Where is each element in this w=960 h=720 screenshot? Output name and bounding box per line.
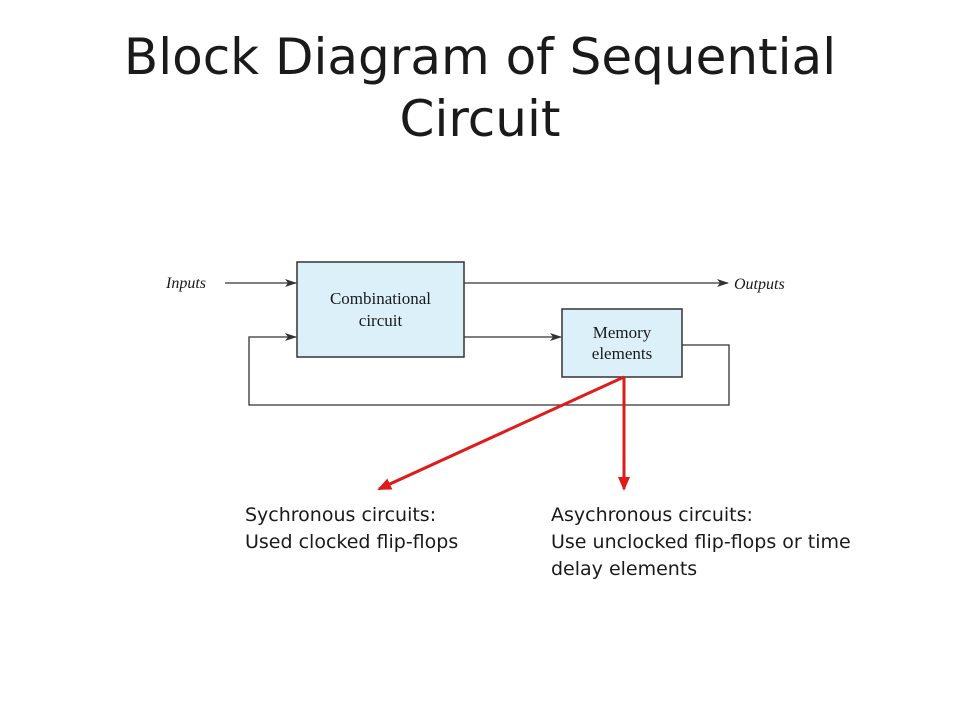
asynchronous-note: Asychronous circuits: Use unclocked flip… <box>551 502 851 583</box>
slide-title-line-1: Block Diagram of Sequential <box>123 28 837 86</box>
asynchronous-note-line-1: Asychronous circuits: <box>551 504 753 526</box>
slide-title: Block Diagram of Sequential Circuit <box>0 26 960 150</box>
memory-label-line-2: elements <box>592 344 652 363</box>
feedback-loop-line <box>248 333 730 406</box>
synchronous-note: Sychronous circuits: Used clocked flip-f… <box>245 502 458 556</box>
memory-elements-box <box>561 308 683 378</box>
synchronous-note-line-2: Used clocked flip-flops <box>245 531 459 553</box>
synchronous-note-line-1: Sychronous circuits: <box>245 504 437 526</box>
asynchronous-note-line-2: Use unclocked flip-flops or time <box>551 531 851 553</box>
inputs-label: Inputs <box>165 275 206 292</box>
combinational-label-line-1: Combinational <box>330 289 431 308</box>
synchronous-annotation-arrow <box>377 375 625 491</box>
combinational-label-line-2: circuit <box>359 311 403 330</box>
memory-label-line-1: Memory <box>593 323 652 342</box>
outputs-label: Outputs <box>734 276 785 293</box>
slide-title-line-2: Circuit <box>399 90 561 148</box>
asynchronous-note-line-3: delay elements <box>551 558 698 580</box>
combinational-circuit-box <box>296 261 465 358</box>
